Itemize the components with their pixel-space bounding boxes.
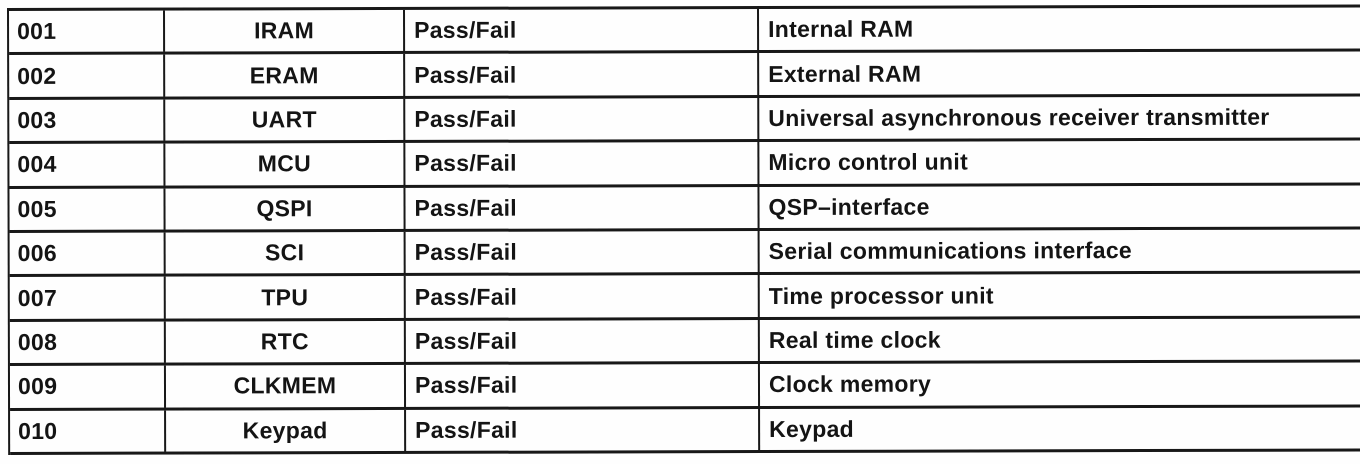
table-row: 005 QSPI Pass/Fail QSP–interface (9, 185, 1360, 233)
test-number-cell: 002 (9, 54, 166, 97)
self-test-table: 001 IRAM Pass/Fail Internal RAM 002 ERAM… (7, 4, 1360, 455)
test-number-cell: 005 (9, 188, 166, 230)
test-result-cell: Pass/Fail (405, 364, 761, 407)
test-description-cell: Time processor unit (768, 282, 994, 309)
table-row: 004 MCU Pass/Fail Micro control unit (9, 140, 1360, 189)
test-description-cell: External RAM (768, 60, 922, 87)
test-description-cell: Real time clock (768, 326, 941, 353)
test-result-cell: Pass/Fail (406, 408, 761, 451)
test-description-cell: Universal asynchronous receiver transmit… (768, 103, 1270, 131)
test-description-cell: Internal RAM (768, 15, 914, 43)
test-result-cell: Pass/Fail (405, 142, 760, 185)
test-name-cell: CLKMEM (165, 365, 407, 408)
test-result-cell: Pass/Fail (405, 275, 760, 318)
test-name-cell: SCI (165, 231, 406, 274)
test-number-cell: 004 (9, 143, 166, 186)
test-result-cell: Pass/Fail (405, 186, 760, 229)
table-row: 008 RTC Pass/Fail Real time clock (9, 318, 1360, 367)
test-number-cell: 001 (9, 10, 166, 53)
test-result-cell: Pass/Fail (405, 97, 760, 141)
test-number-cell: 008 (9, 321, 166, 364)
test-name-cell: UART (165, 98, 406, 141)
table-row: 001 IRAM Pass/Fail Internal RAM (9, 7, 1360, 56)
table-row: 007 TPU Pass/Fail Time processor unit (9, 273, 1360, 322)
table-row: 003 UART Pass/Fail Universal asynchronou… (9, 96, 1360, 145)
test-number-cell: 010 (10, 410, 167, 452)
table-row: 006 SCI Pass/Fail Serial communications … (9, 229, 1360, 278)
test-name-cell: ERAM (165, 54, 406, 97)
test-name-cell: IRAM (165, 9, 406, 52)
test-name-cell: MCU (165, 143, 406, 186)
test-result-cell: Pass/Fail (405, 231, 760, 274)
test-name-cell: RTC (165, 320, 406, 363)
test-result-cell: Pass/Fail (405, 53, 760, 96)
test-result-cell: Pass/Fail (405, 9, 760, 52)
table-row: 010 Keypad Pass/Fail Keypad (10, 407, 1360, 455)
test-number-cell: 003 (9, 99, 166, 142)
table-row: 002 ERAM Pass/Fail External RAM (9, 51, 1360, 100)
test-number-cell: 007 (9, 276, 166, 319)
test-result-cell: Pass/Fail (405, 319, 760, 363)
test-name-cell: QSPI (165, 187, 406, 230)
test-description-cell: Micro control unit (768, 148, 969, 176)
test-description-cell: Serial communications interface (768, 237, 1133, 265)
test-number-cell: 006 (9, 232, 166, 275)
test-name-cell: Keypad (166, 409, 407, 452)
test-description-cell: Clock memory (768, 370, 932, 398)
table-row: 009 CLKMEM Pass/Fail Clock memory (9, 362, 1360, 411)
test-description-cell: QSP–interface (768, 193, 930, 220)
test-name-cell: TPU (165, 276, 406, 319)
test-number-cell: 009 (9, 365, 167, 408)
test-description-cell: Keypad (769, 415, 855, 442)
